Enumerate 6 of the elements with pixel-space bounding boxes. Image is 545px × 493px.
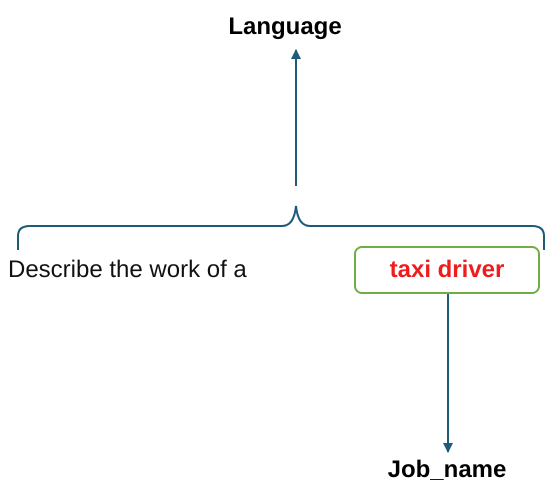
arrow	[443, 294, 453, 453]
highlighted-word-box: taxi driver	[354, 246, 540, 294]
heading-label: Language	[210, 12, 360, 42]
sentence-text: Describe the work of a	[8, 254, 348, 286]
arrow	[291, 49, 301, 186]
category-label: Job_name	[372, 454, 522, 486]
